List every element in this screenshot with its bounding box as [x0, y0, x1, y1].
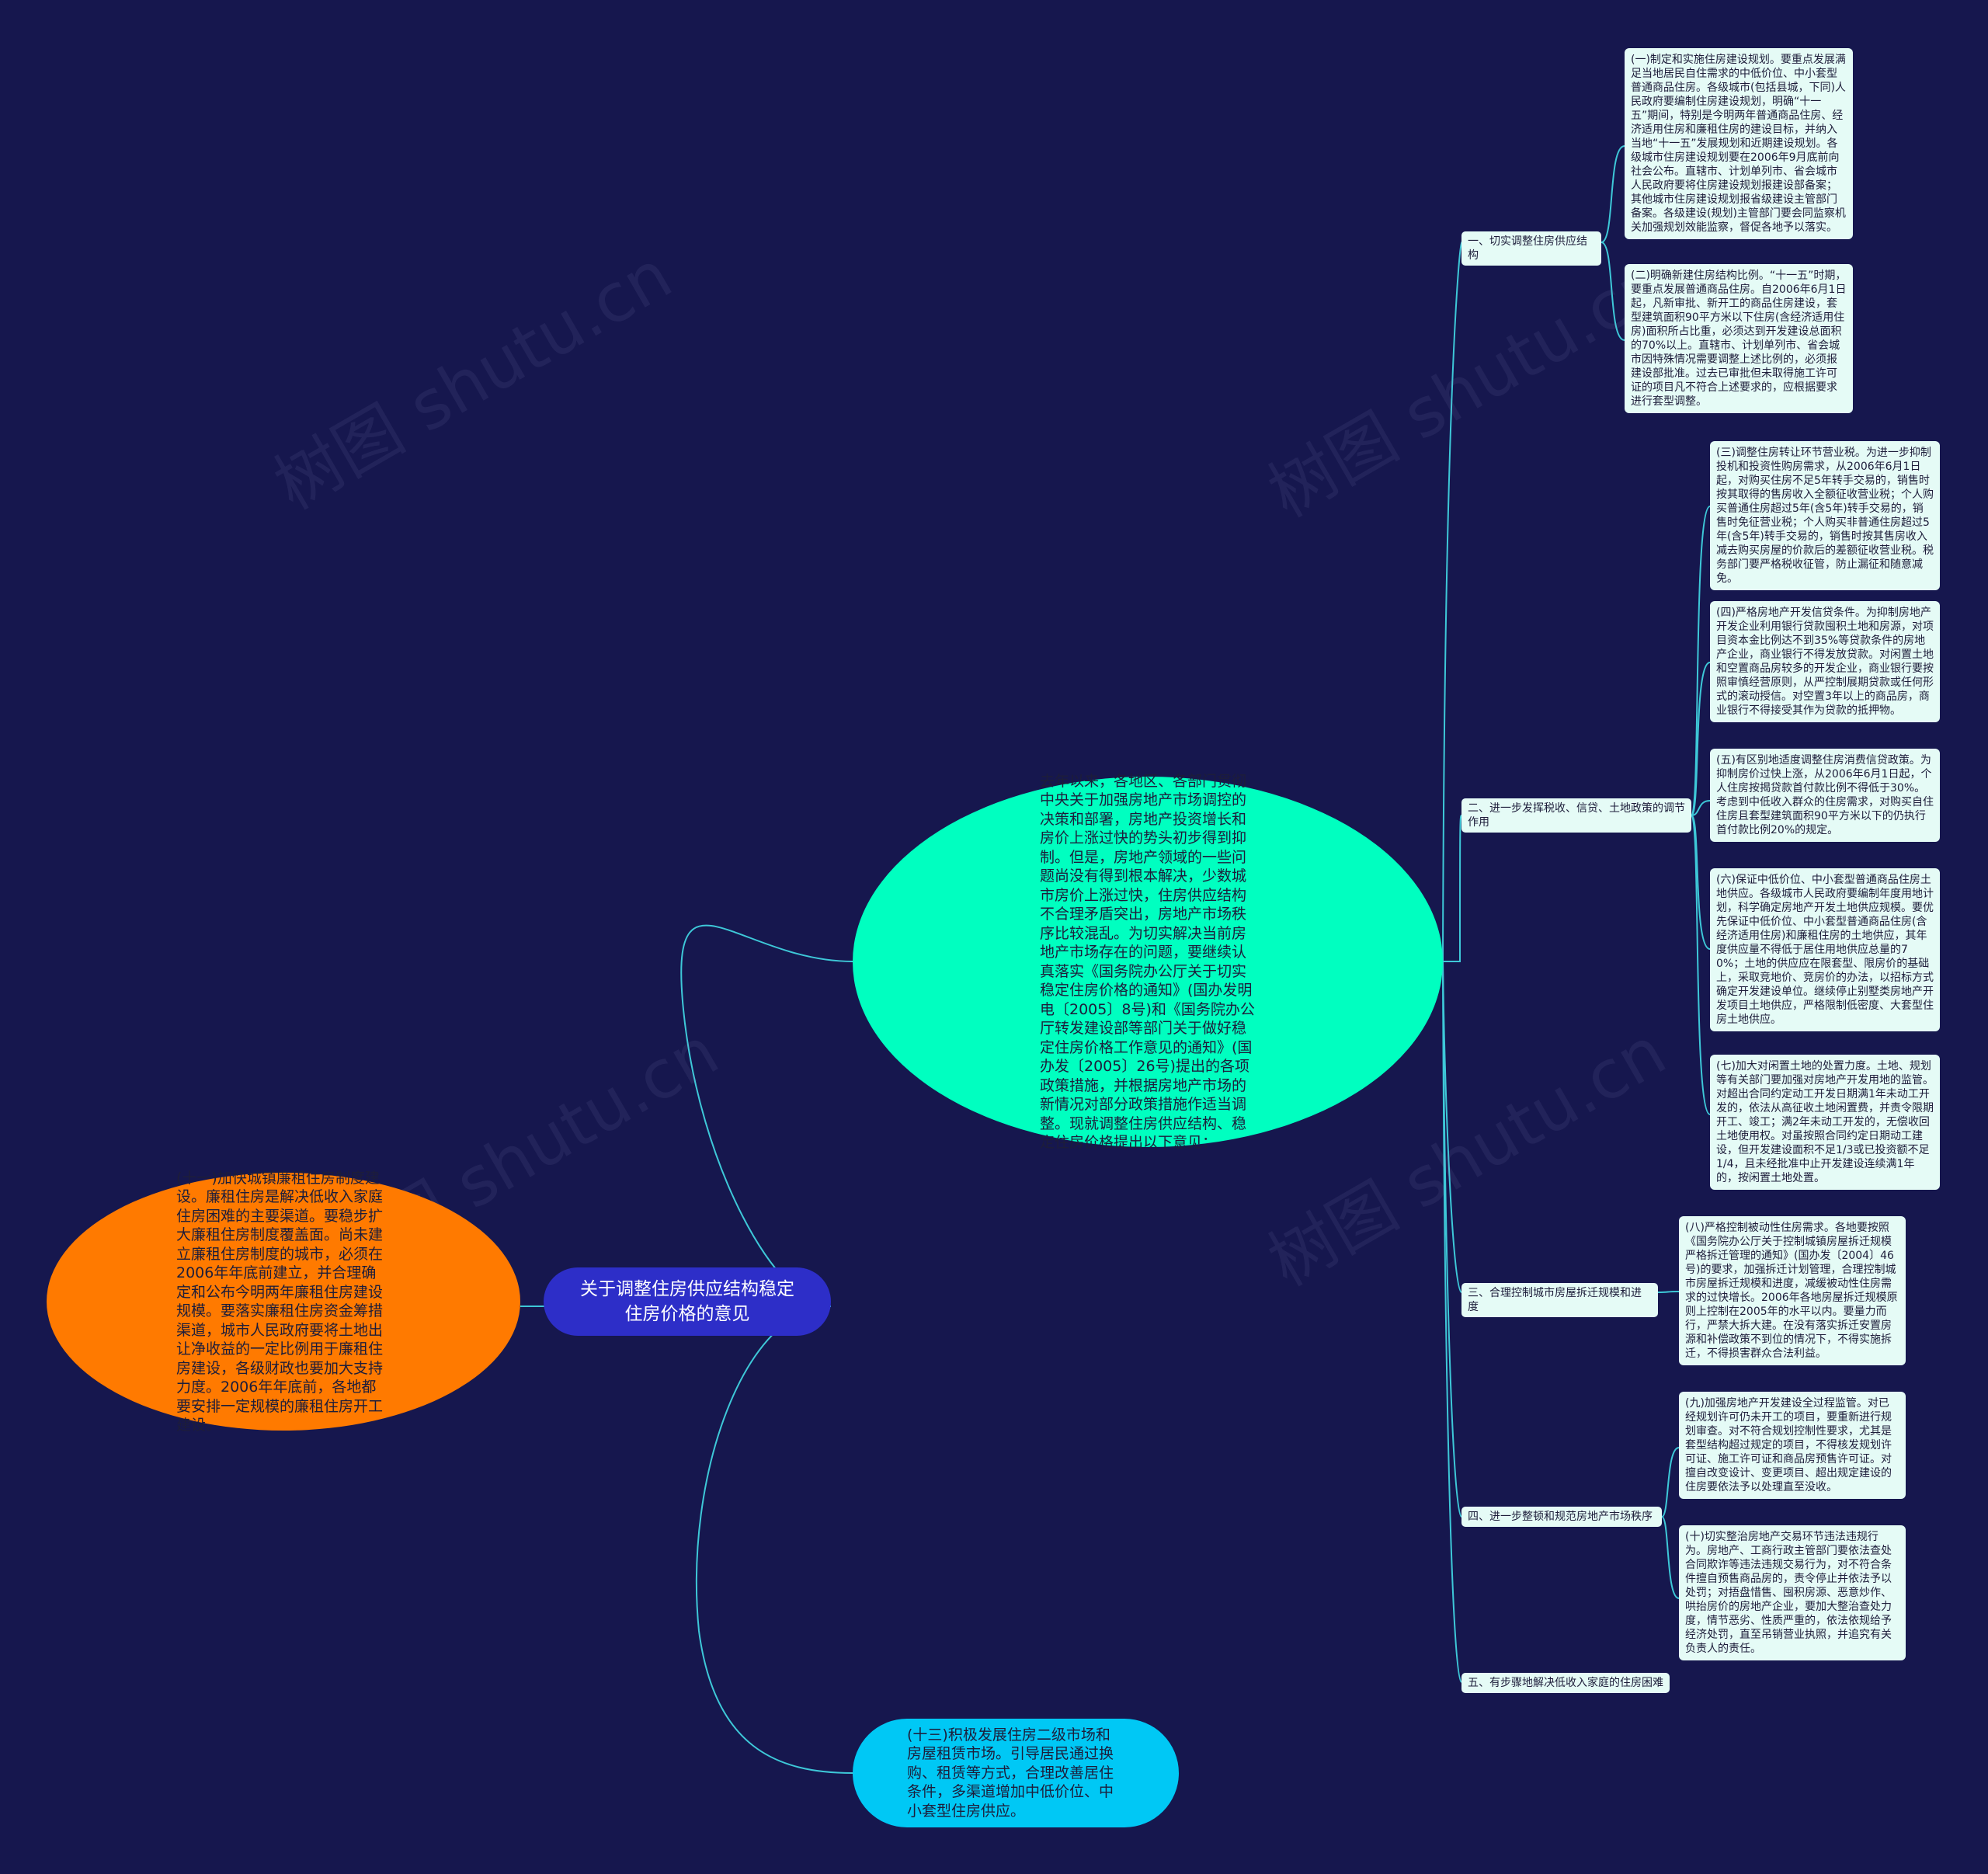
branch-label: 五、有步骤地解决低收入家庭的住房困难 — [1468, 1677, 1663, 1689]
leaf-1-2[interactable]: (二)明确新建住房结构比例。“十一五”时期，要重点发展普通商品住房。自2006年… — [1625, 264, 1853, 413]
leaf-text: (二)明确新建住房结构比例。“十一五”时期，要重点发展普通商品住房。自2006年… — [1631, 269, 1847, 408]
left-text: (十一)加快城镇廉租住房制度建设。廉租住房是解决低收入家庭住房困难的主要渠道。要… — [176, 1169, 384, 1434]
leaf-text: (七)加大对闲置土地的处置力度。土地、规划等有关部门要加强对房地产开发用地的监管… — [1716, 1060, 1934, 1184]
leaf-2-3[interactable]: (五)有区别地适度调整住房消费信贷政策。为抑制房价过快上涨，从2006年6月1日… — [1710, 749, 1940, 842]
leaf-text: (十)切实整治房地产交易环节违法违规行为。房地产、工商行政主管部门要依法查处合同… — [1685, 1531, 1892, 1655]
root-title: 关于调整住房供应结构稳定住房价格的意见 — [580, 1279, 794, 1324]
leaf-4-2[interactable]: (十)切实整治房地产交易环节违法违规行为。房地产、工商行政主管部门要依法查处合同… — [1679, 1525, 1906, 1660]
leaf-2-5[interactable]: (七)加大对闲置土地的处置力度。土地、规划等有关部门要加强对房地产开发用地的监管… — [1710, 1055, 1940, 1190]
bottom-text: (十三)积极发展住房二级市场和房屋租赁市场。引导居民通过换购、租赁等方式，合理改… — [907, 1726, 1114, 1820]
branch-label: 三、合理控制城市房屋拆迁规模和进度 — [1468, 1287, 1642, 1313]
left-node[interactable]: (十一)加快城镇廉租住房制度建设。廉租住房是解决低收入家庭住房困难的主要渠道。要… — [47, 1170, 520, 1434]
leaf-2-2[interactable]: (四)严格房地产开发信贷条件。为抑制房地产开发企业利用银行贷款囤积土地和房源，对… — [1710, 601, 1940, 722]
leaf-text: (一)制定和实施住房建设规划。要重点发展满足当地居民自住需求的中低价位、中小套型… — [1631, 54, 1846, 234]
branch-label: 四、进一步整顿和规范房地产市场秩序 — [1468, 1511, 1653, 1523]
leaf-text: (八)严格控制被动性住房需求。各地要按照《国务院办公厅关于控制城镇房屋拆迁规模严… — [1685, 1222, 1898, 1360]
root-node[interactable]: 关于调整住房供应结构稳定住房价格的意见 — [544, 1267, 831, 1336]
branch-3[interactable]: 三、合理控制城市房屋拆迁规模和进度 — [1461, 1283, 1658, 1317]
leaf-3-1[interactable]: (八)严格控制被动性住房需求。各地要按照《国务院办公厅关于控制城镇房屋拆迁规模严… — [1679, 1216, 1906, 1365]
bottom-node[interactable]: (十三)积极发展住房二级市场和房屋租赁市场。引导居民通过换购、租赁等方式，合理改… — [853, 1719, 1179, 1827]
branch-label: 二、进一步发挥税收、信贷、土地政策的调节作用 — [1468, 802, 1685, 829]
branch-1[interactable]: 一、切实调整住房供应结构 — [1461, 231, 1601, 266]
leaf-text: (三)调整住房转让环节营业税。为进一步抑制投机和投资性购房需求，从2006年6月… — [1716, 447, 1934, 585]
branch-5[interactable]: 五、有步骤地解决低收入家庭的住房困难 — [1461, 1673, 1670, 1693]
leaf-text: (九)加强房地产开发建设全过程监管。对已经规划许可仍未开工的项目，要重新进行规划… — [1685, 1397, 1892, 1493]
leaf-text: (四)严格房地产开发信贷条件。为抑制房地产开发企业利用银行贷款囤积土地和房源，对… — [1716, 607, 1934, 717]
leaf-1-1[interactable]: (一)制定和实施住房建设规划。要重点发展满足当地居民自住需求的中低价位、中小套型… — [1625, 48, 1853, 239]
leaf-2-4[interactable]: (六)保证中低价位、中小套型普通商品住房土地供应。各级城市人民政府要编制年度用地… — [1710, 868, 1940, 1031]
branch-label: 一、切实调整住房供应结构 — [1468, 235, 1587, 262]
intro-node[interactable]: 去年以来，各地区、各部门贯彻中央关于加强房地产市场调控的决策和部署，房地产投资增… — [853, 773, 1443, 1151]
leaf-2-1[interactable]: (三)调整住房转让环节营业税。为进一步抑制投机和投资性购房需求，从2006年6月… — [1710, 441, 1940, 590]
leaf-text: (五)有区别地适度调整住房消费信贷政策。为抑制房价过快上涨，从2006年6月1日… — [1716, 754, 1934, 836]
leaf-text: (六)保证中低价位、中小套型普通商品住房土地供应。各级城市人民政府要编制年度用地… — [1716, 874, 1934, 1026]
leaf-4-1[interactable]: (九)加强房地产开发建设全过程监管。对已经规划许可仍未开工的项目，要重新进行规划… — [1679, 1392, 1906, 1499]
intro-text: 去年以来，各地区、各部门贯彻中央关于加强房地产市场调控的决策和部署，房地产投资增… — [1040, 772, 1255, 1152]
branch-2[interactable]: 二、进一步发挥税收、信贷、土地政策的调节作用 — [1461, 798, 1691, 833]
branch-4[interactable]: 四、进一步整顿和规范房地产市场秩序 — [1461, 1507, 1662, 1527]
